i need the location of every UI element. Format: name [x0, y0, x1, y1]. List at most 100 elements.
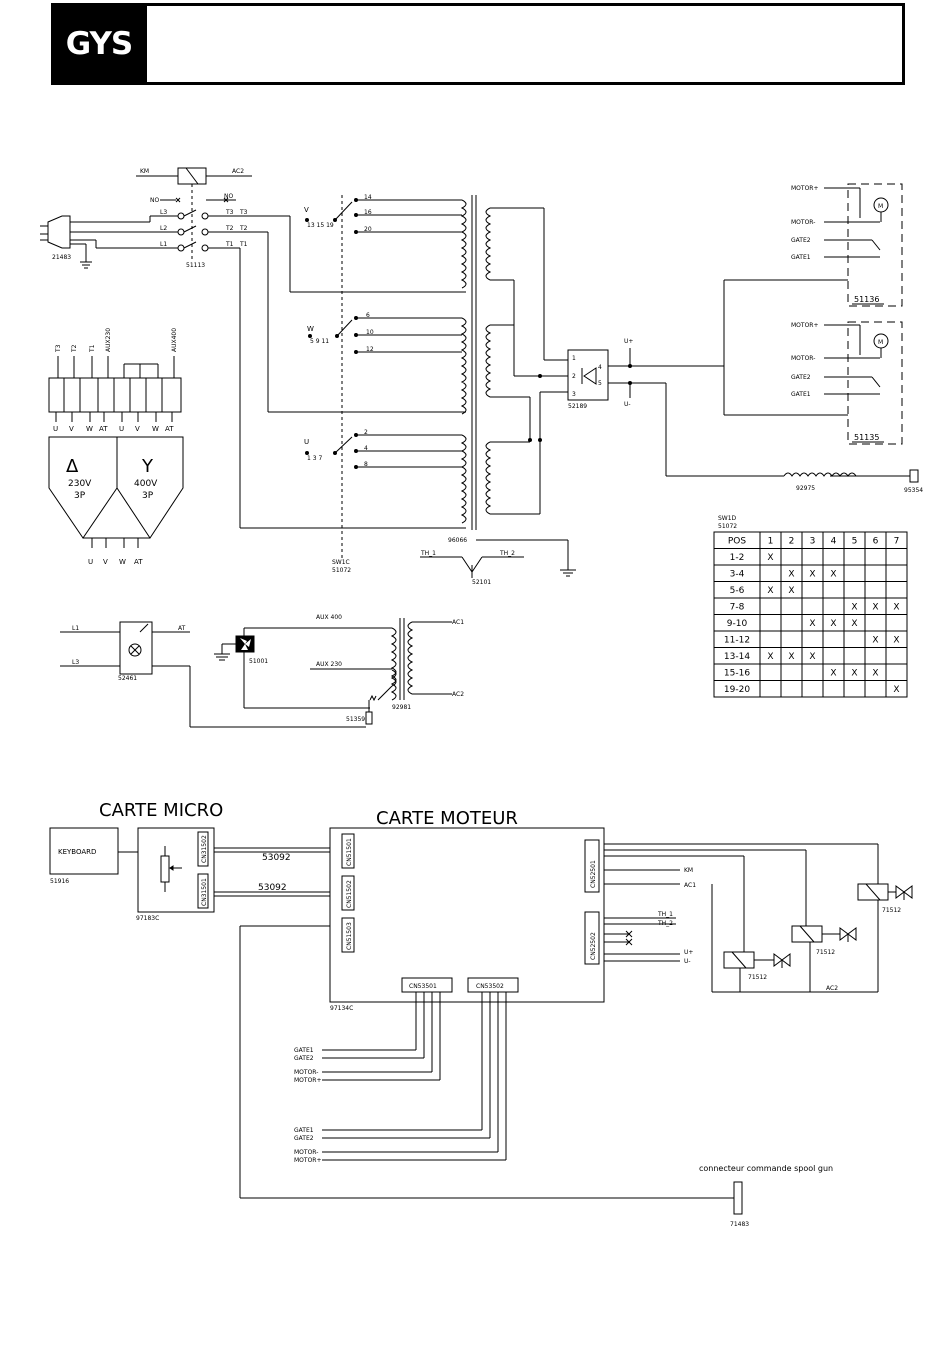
g2-motor-plus: MOTOR+ [294, 1157, 321, 1164]
switch-table-header-cell: 1 [768, 537, 774, 547]
logo-text: GYS [65, 26, 134, 62]
b-uplus: U+ [684, 949, 693, 956]
inductor-ref: 92975 [796, 485, 815, 492]
aux-transformer: AUX 400 AUX 230 AC1 AC2 92981 51359 [310, 614, 464, 725]
switch-table-header-cell: 7 [894, 537, 900, 547]
cn51501-label: CN51501 [346, 838, 353, 866]
carte-moteur-title: CARTE MOTEUR [376, 808, 518, 829]
cn53502-label: CN53502 [476, 983, 504, 990]
gate-bundle-1: GATE1 GATE2 MOTOR- MOTOR+ [294, 992, 441, 1084]
socket-ref: 95354 [904, 487, 923, 494]
switch-table-header-cell: 4 [831, 537, 837, 547]
motor-wiring [723, 279, 848, 416]
g2-gate1: GATE1 [294, 1127, 314, 1134]
cn31501-label: CN31501 [201, 878, 208, 906]
tb-w1: W [86, 425, 93, 433]
m2-ref: 51135 [854, 433, 879, 442]
b-uminus: U- [684, 958, 691, 965]
switch-table-cell: X [851, 603, 857, 613]
micro-ref: 97183C [136, 915, 159, 922]
switch-table-cell: X [830, 619, 836, 629]
power-wires [208, 215, 466, 529]
b-ac1: AC1 [684, 882, 696, 889]
g1-motor-plus: MOTOR+ [294, 1077, 321, 1084]
t2b-label: T2 [239, 225, 248, 232]
gate-bundle-2: GATE1 GATE2 MOTOR- MOTOR+ [294, 992, 507, 1164]
delta-symbol: Δ [66, 456, 79, 477]
w-out-12: 12 [366, 346, 374, 353]
u-label: U [304, 438, 309, 446]
term-t2: T2 [71, 344, 78, 353]
gys-logo: GYS [54, 6, 144, 82]
tb-v1: V [69, 425, 74, 433]
terminal-bottom-labels: U V W AT U V W AT [53, 425, 174, 433]
switch-table-cell: X [767, 652, 773, 662]
micro-board: CN31502 CN31501 97183C [136, 827, 215, 922]
cn51502-label: CN51502 [346, 880, 353, 908]
g1-motor-minus: MOTOR- [294, 1069, 318, 1076]
w-label: W [307, 325, 314, 333]
switch-table-cell: 19-20 [724, 685, 750, 695]
u-out-2: 2 [364, 429, 368, 436]
sw1c-label: SW1C [332, 559, 350, 566]
motor-board: CN51501 CN51502 CN51503 CN52501 CN52502 … [329, 827, 605, 1012]
m1-gate2: GATE2 [791, 237, 811, 244]
inductor: 92975 95354 [783, 469, 923, 494]
w-pins: 5 9 11 [310, 338, 329, 345]
switch-table-cell: X [872, 603, 878, 613]
switch-table-cell: X [809, 619, 815, 629]
m1-plus: MOTOR+ [791, 185, 818, 192]
rect-pin3: 3 [572, 391, 576, 398]
switch-table-cell: X [893, 685, 899, 695]
fan: 51001 [214, 627, 392, 709]
switch-table-header-cell: 3 [810, 537, 816, 547]
tb-v2: V [135, 425, 140, 433]
thermal-switch: TH_1 TH_2 52101 [420, 550, 524, 586]
sw1d-ref: 51072 [718, 523, 737, 530]
b-km: KM [684, 867, 693, 874]
switch-table-header-cell: 5 [852, 537, 858, 547]
switch-table-cell: X [809, 652, 815, 662]
b-th2: TH_2 [657, 920, 673, 927]
m1-m: M [878, 203, 883, 210]
aux-l3: L3 [72, 659, 79, 666]
switch-table-cell: X [893, 636, 899, 646]
switch-table-header-cell: 2 [789, 537, 795, 547]
switch-table-cell: 13-14 [724, 652, 750, 662]
term-t1: T1 [89, 344, 96, 353]
cn53501-label: CN53501 [409, 983, 437, 990]
t1a-label: T1 [225, 241, 234, 248]
switch-table-cell: X [788, 652, 794, 662]
l2-label: L2 [160, 225, 167, 232]
star-symbol: Y [141, 456, 154, 477]
tb-w2: W [152, 425, 159, 433]
carte-micro-title: CARTE MICRO [99, 800, 223, 821]
contactor-km: KM AC2 NO NO L3 L2 L1 T3 T3 T2 T2 T1 T1 … [136, 167, 252, 269]
selector-switches: SW1C 51072 V 13 15 19 14 16 20 W 5 9 11 … [304, 194, 462, 574]
switch-table-cell: X [788, 586, 794, 596]
m2-minus: MOTOR- [791, 355, 815, 362]
g2-gate2: GATE2 [294, 1135, 314, 1142]
b-ac2: AC2 [826, 985, 838, 992]
tri-v: V [103, 558, 108, 566]
motor-box-2: MOTOR+ MOTOR- GATE2 GATE1 M 51135 [791, 321, 903, 445]
rect-pin5: 5 [598, 380, 602, 387]
t2a-label: T2 [225, 225, 234, 232]
m2-m: M [878, 339, 883, 346]
delta-voltage: 230V [68, 479, 92, 489]
tri-w: W [119, 558, 126, 566]
th1-label: TH_1 [420, 550, 436, 557]
switch-table-header-cell: POS [728, 537, 747, 547]
tb-u1: U [53, 425, 58, 433]
valve-wiring: KM AC1 TH_1 TH_2 U+ U- 71512 71512 71512… [604, 843, 913, 993]
plug-ref: 21483 [52, 254, 71, 261]
thermal-ref: 52101 [472, 579, 491, 586]
g1-gate2: GATE2 [294, 1055, 314, 1062]
no1-label: NO [150, 197, 159, 204]
b-th1: TH_1 [657, 911, 673, 918]
uminus-label: U- [624, 401, 631, 408]
cable1-ref: 53092 [262, 853, 291, 863]
